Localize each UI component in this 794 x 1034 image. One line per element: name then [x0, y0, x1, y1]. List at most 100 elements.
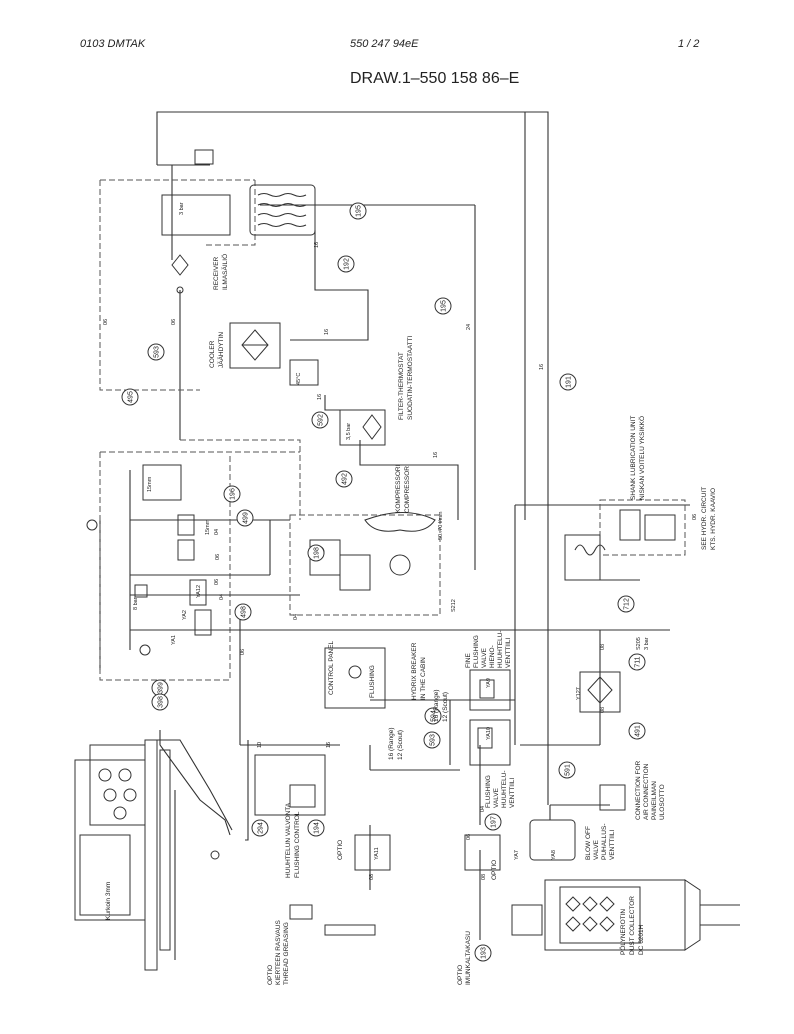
- label-flushing-control: HUUHTELUN VALVONTA: [285, 802, 292, 878]
- label-cooler-fi: JÄÄHDYTIN: [217, 332, 225, 368]
- pipe-size-label: 06: [215, 554, 221, 560]
- pipe-size-label: 04: [293, 614, 299, 620]
- label-air-connection3: PAINEILMAN: [651, 781, 658, 820]
- label-optio-b: OPTIO: [491, 860, 498, 880]
- label-35bar: 3,5 bar: [346, 423, 352, 440]
- pipe-size-label: 16: [314, 242, 320, 248]
- label-thread-greasing2: KIERTEEN RASVAUS: [275, 920, 282, 985]
- callout-495: 495: [121, 388, 139, 406]
- callout-498: 498: [234, 603, 252, 621]
- callout-195: 195: [434, 297, 452, 315]
- label-ya2: YA2: [182, 610, 188, 620]
- pipe-size-label: 06: [466, 834, 472, 840]
- callout-194: 194: [307, 819, 325, 837]
- label-ya10: YA10: [486, 727, 492, 740]
- label-flushing-valve-fi2: VENTTIILI: [509, 777, 516, 808]
- svg-text:593: 593: [430, 734, 437, 746]
- pipe-size-label: 16: [433, 452, 439, 458]
- label-45c: 45°C: [296, 373, 302, 385]
- label-receiver-fi: ILMASÄILIÖ: [221, 254, 229, 290]
- label-ya9: YA9: [486, 678, 492, 688]
- label-hydr-circuit: SEE HYDR. CIRCUIT: [701, 487, 708, 550]
- header-page-number: 1 / 2: [678, 38, 700, 50]
- label-fine-fi3: VENTTIILI: [505, 637, 512, 668]
- compressor-unit: [289, 512, 441, 616]
- svg-text:498: 498: [241, 606, 248, 618]
- svg-text:198: 198: [314, 547, 321, 559]
- label-thread-greasing: OPTIO: [267, 965, 274, 985]
- label-suction-hose: OPTIO: [457, 965, 464, 985]
- svg-text:594: 594: [431, 710, 438, 722]
- label-in-cabin: IN THE CABIN: [420, 657, 427, 700]
- cooler-unit: [229, 322, 319, 386]
- svg-text:593: 593: [154, 346, 161, 358]
- label-blow-off: BLOW OFF: [585, 826, 592, 860]
- svg-text:491: 491: [635, 725, 642, 737]
- label-kurkoin: Kurkoin 3mm: [105, 882, 112, 920]
- label-range2b: 12 (Scout): [397, 730, 404, 760]
- label-ya12: YA12: [196, 585, 202, 598]
- callout-491: 491: [628, 722, 646, 740]
- label-blow-off-fi2: VENTTIILI: [609, 829, 616, 860]
- svg-text:196: 196: [230, 488, 237, 500]
- flushing-control: [254, 754, 326, 816]
- pipe-size-label: 04: [214, 529, 220, 535]
- svg-text:499: 499: [243, 512, 250, 524]
- svg-text:398: 398: [158, 696, 165, 708]
- control-panel: [324, 647, 386, 709]
- label-flushing: FLUSHING: [369, 665, 376, 698]
- svg-text:591: 591: [565, 764, 572, 776]
- svg-text:592: 592: [318, 414, 325, 426]
- callout-398: 398: [151, 693, 169, 711]
- receiver-tank: [161, 149, 316, 294]
- header-doc-code: 0103 DMTAK: [80, 38, 146, 50]
- pipe-size-label: 16: [539, 364, 545, 370]
- callout-294: 294: [251, 819, 269, 837]
- svg-text:195: 195: [441, 300, 448, 312]
- callout-195: 195: [349, 202, 367, 220]
- label-hydr-circuit-fi: KTS. HYDR. KAAVIO: [710, 488, 717, 550]
- svg-text:191: 191: [566, 376, 573, 388]
- text-labels: RECEIVER ILMASÄILIÖ COOLER JÄÄHDYTIN FIL…: [105, 202, 717, 985]
- label-dust-collector: DUST COLLECTOR: [629, 896, 636, 955]
- label-s205: S205: [636, 637, 642, 650]
- svg-text:492: 492: [342, 473, 349, 485]
- pipe-size-label: 04: [480, 806, 486, 812]
- lower-valves: [289, 784, 626, 936]
- pipe-size-label: 08: [369, 874, 375, 880]
- callout-594: 594: [424, 707, 442, 725]
- pipe-size-label: 08: [600, 644, 606, 650]
- label-range2: 16 (Range): [388, 727, 395, 760]
- callout-492: 492: [335, 470, 353, 488]
- label-flushing-control2: FLUSHING CONTROL: [294, 811, 301, 878]
- label-suction-hose2: IMUNKALTAKASU: [465, 931, 472, 985]
- label-fine3: VALVE: [481, 647, 488, 668]
- header-part-number: 550 247 94eE: [350, 38, 419, 50]
- callout-191: 191: [559, 373, 577, 391]
- label-ya7: YA7: [514, 850, 520, 860]
- label-filter-thermostat: FILTER-THERMOSTAT: [398, 352, 405, 420]
- label-fine-fi: HIENO-: [489, 645, 496, 668]
- label-dust-collector-fi: PÖLYNEROTIN: [619, 909, 627, 955]
- label-flushing-valve: FLUSHING: [485, 775, 492, 808]
- label-shank-lube-fi: NISKAN VOITELU YKSIKKÖ: [638, 416, 646, 500]
- label-cooler: COOLER: [209, 340, 216, 368]
- label-s212: S212: [451, 599, 457, 612]
- label-filter-thermostat-fi: SUODATIN-TERMOSTAATTI: [407, 335, 414, 420]
- pipe-size-label: 08: [600, 707, 606, 713]
- label-flushing-valve2: VALVE: [493, 787, 500, 808]
- pipe-size-label: 16: [326, 742, 332, 748]
- label-air-connection2: AIR CONNECTION: [643, 763, 650, 820]
- callout-591: 591: [558, 761, 576, 779]
- callout-193: 193: [474, 944, 492, 962]
- left-control-block: [86, 464, 212, 656]
- svg-text:399: 399: [158, 682, 165, 694]
- callout-592: 592: [311, 411, 329, 429]
- pipe-size-label: 10: [257, 742, 263, 748]
- label-shank-lube: SHANK LUBRICATION UNIT: [630, 416, 637, 500]
- svg-text:192: 192: [344, 258, 351, 270]
- callout-192: 192: [337, 255, 355, 273]
- pipe-size-label: 24: [466, 324, 472, 330]
- callout-198: 198: [307, 544, 325, 562]
- label-s205b: 3 bar: [644, 637, 650, 650]
